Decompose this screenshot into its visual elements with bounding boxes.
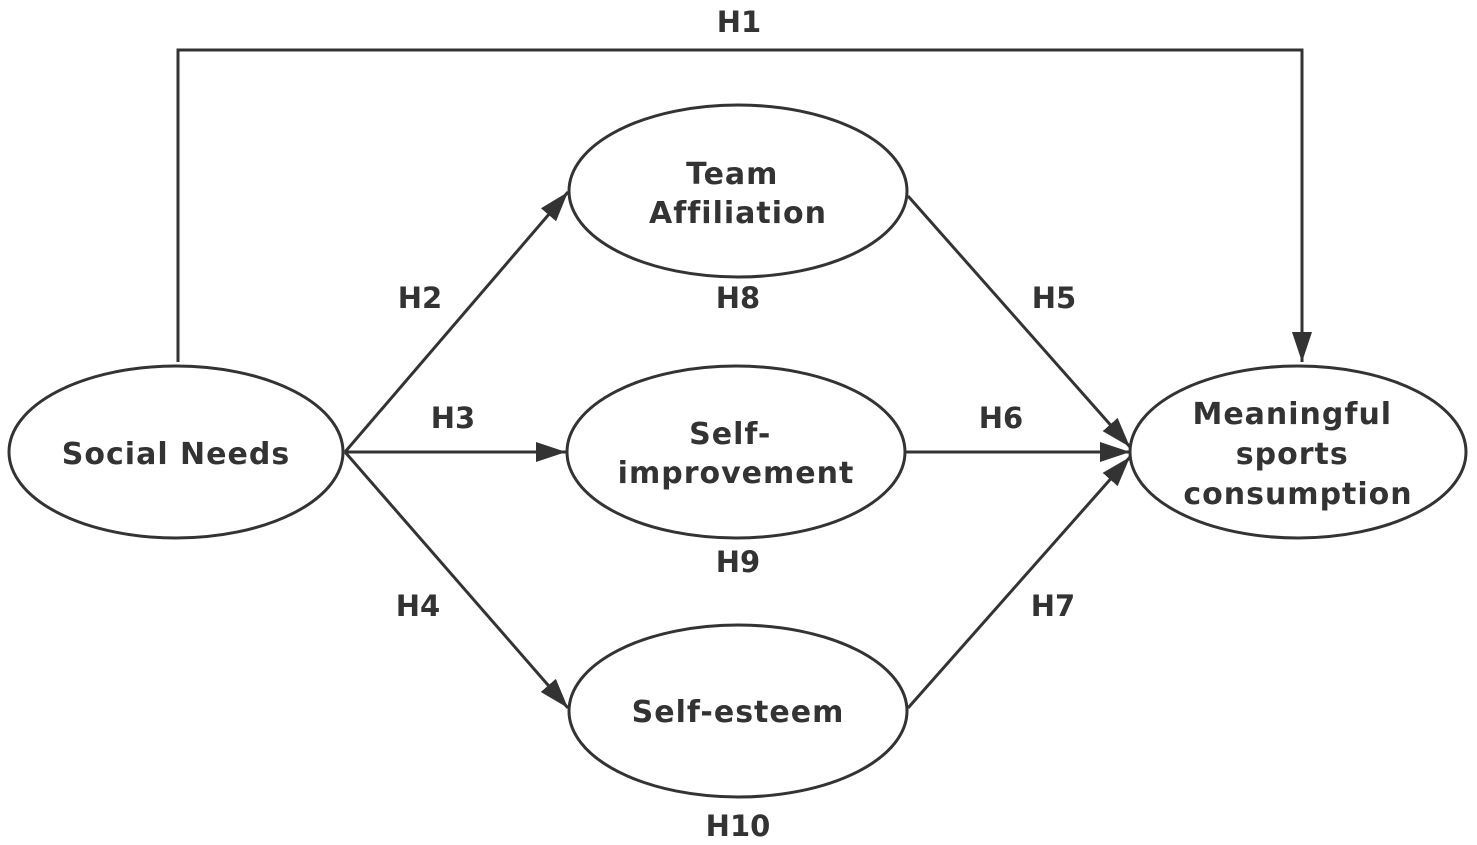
node-meaningful-sports-consumption: Meaningful sports consumption — [1128, 364, 1468, 540]
edge-h7-self-esteem-to-meaningful — [906, 456, 1132, 709]
edge-h2-social-needs-to-team-affiliation — [343, 191, 570, 453]
node-team-affiliation: Team Affiliation — [567, 103, 909, 279]
node-meaningful-line-1: Meaningful — [1192, 397, 1392, 432]
node-self-esteem: Self-esteem — [567, 623, 909, 799]
edge-h5-team-affiliation-to-meaningful — [906, 195, 1132, 448]
node-meaningful-line-3: consumption — [1183, 477, 1412, 512]
node-self-improvement: Self- improvement — [565, 364, 907, 540]
hypothesis-label-h7: H7 — [1031, 589, 1075, 623]
svg-text:Social Needs: Social Needs — [62, 437, 290, 472]
hypothesis-label-h5: H5 — [1032, 281, 1076, 315]
node-self-esteem-line-1: Self-esteem — [632, 695, 845, 730]
hypothesis-label-h1: H1 — [717, 5, 761, 39]
svg-text:Meaningful sports: Meaningful sports consumption — [1183, 397, 1412, 512]
node-social-needs-line-1: Social Needs — [62, 437, 290, 472]
hypothesis-label-h10: H10 — [706, 809, 771, 843]
hypothesis-label-h9: H9 — [716, 545, 760, 579]
svg-text:Self-esteem: Self-esteem — [632, 695, 845, 730]
node-self-improvement-line-1: Self- — [689, 417, 771, 452]
node-meaningful-line-2: sports — [1236, 437, 1349, 472]
hypothesis-label-h4: H4 — [396, 589, 440, 623]
hypothesis-label-h8: H8 — [716, 281, 760, 315]
edge-h4-social-needs-to-self-esteem — [343, 451, 570, 709]
hypothesis-label-h3: H3 — [431, 401, 475, 435]
svg-text:Team Affiliation: Team Affiliation — [649, 157, 827, 231]
node-team-affiliation-line-2: Affiliation — [649, 196, 827, 231]
node-social-needs: Social Needs — [7, 364, 345, 540]
svg-text:Self- improvement: Self- improvement — [618, 417, 855, 491]
hypothesis-label-h2: H2 — [398, 281, 442, 315]
node-self-improvement-line-2: improvement — [618, 456, 855, 491]
edge-h1-social-needs-to-meaningful — [176, 48, 1312, 362]
hypothesis-label-h6: H6 — [979, 401, 1023, 435]
node-team-affiliation-line-1: Team — [686, 157, 778, 192]
